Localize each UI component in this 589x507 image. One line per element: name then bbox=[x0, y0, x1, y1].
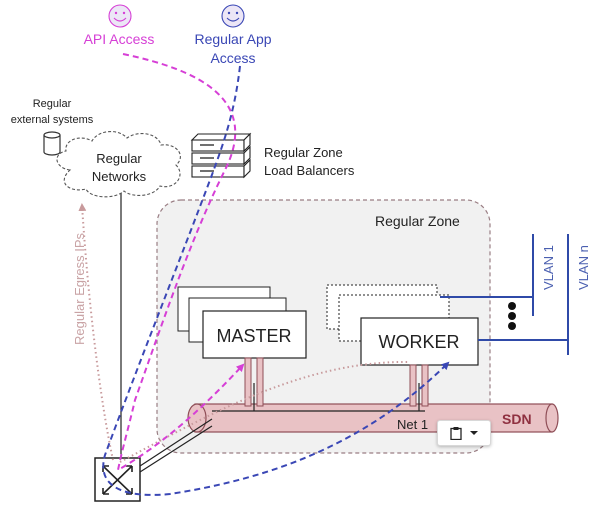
regular-zone-label: Regular Zone bbox=[375, 213, 460, 229]
router-icon bbox=[94, 457, 141, 502]
regular-app-label-line1: Regular App bbox=[194, 31, 271, 47]
master-legs bbox=[244, 357, 264, 407]
api-access-path bbox=[116, 53, 245, 472]
caret-down-icon bbox=[470, 430, 478, 436]
load-balancer-icon bbox=[190, 132, 252, 179]
networks-label-line2: Networks bbox=[92, 169, 147, 184]
worker-node bbox=[360, 317, 479, 366]
networks-label-line1: Regular bbox=[96, 151, 142, 166]
vlan-dot-1 bbox=[508, 302, 516, 310]
clipboard-icon bbox=[450, 426, 462, 440]
paste-options-button[interactable] bbox=[437, 420, 491, 446]
regular-app-label-line2: Access bbox=[210, 50, 255, 66]
master-node bbox=[202, 310, 307, 359]
regular-networks-cloud bbox=[56, 131, 181, 198]
egress-path-to-worker bbox=[119, 360, 411, 463]
vlan-n-label: VLAN n bbox=[576, 245, 589, 290]
database-icon bbox=[43, 131, 61, 156]
api-access-label: API Access bbox=[84, 31, 155, 47]
worker-label: WORKER bbox=[379, 332, 460, 352]
regular-zone-box bbox=[156, 199, 491, 454]
lb-label-line2: Load Balancers bbox=[264, 163, 355, 178]
app-user-smiley-icon bbox=[221, 4, 245, 28]
vlan-connections bbox=[440, 234, 569, 355]
master-label: MASTER bbox=[216, 326, 291, 346]
external-systems-line2: external systems bbox=[11, 114, 94, 126]
vlan-dot-2 bbox=[508, 312, 516, 320]
router-links bbox=[120, 192, 213, 473]
app-access-path bbox=[102, 65, 450, 496]
net1-label: Net 1 bbox=[397, 417, 428, 432]
egress-path bbox=[78, 203, 114, 461]
external-systems-line1: Regular bbox=[33, 98, 72, 110]
vlan-dot-3 bbox=[508, 322, 516, 330]
sdn-label: SDN bbox=[502, 411, 532, 427]
lb-label-line1: Regular Zone bbox=[264, 145, 343, 160]
vlan-1-label: VLAN 1 bbox=[541, 245, 556, 290]
egress-label: Regular Egress IPs bbox=[72, 233, 87, 345]
api-user-smiley-icon bbox=[108, 4, 132, 28]
